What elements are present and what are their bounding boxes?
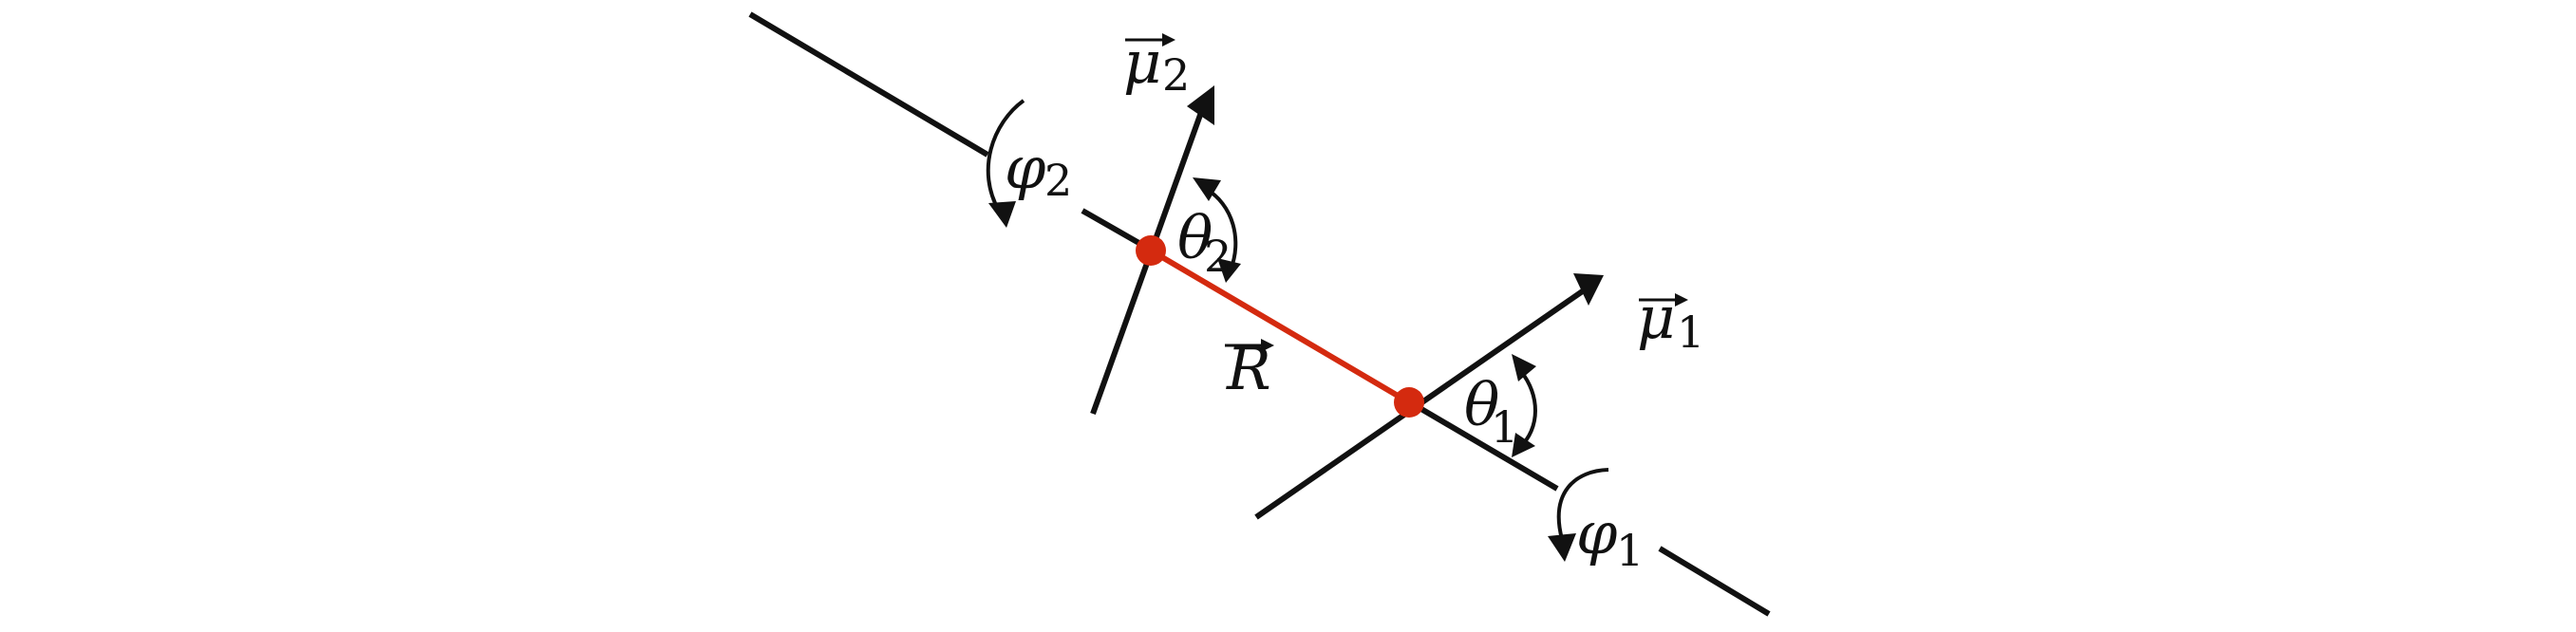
- intermolecular-axis-upper-segment: [748, 11, 989, 158]
- svg-text:φ: φ: [1005, 133, 1046, 202]
- svg-text:2: 2: [1044, 155, 1072, 206]
- dipole-1-arrowhead: [1573, 273, 1604, 306]
- svg-text:2: 2: [1204, 231, 1232, 282]
- svg-text:φ: φ: [1576, 498, 1618, 567]
- svg-text:μ: μ: [1123, 28, 1161, 97]
- dipole-2-arrowhead: [1187, 85, 1214, 125]
- theta-1-label: θ 1: [1464, 370, 1518, 453]
- svg-text:μ: μ: [1637, 283, 1675, 352]
- intermolecular-axis-upper-inner-segment: [1081, 208, 1151, 251]
- intermolecular-axis-lower-segment: [1658, 546, 1771, 617]
- theta-2-arrowhead-top: [1193, 177, 1221, 201]
- phi-2-label: φ 2: [1005, 133, 1072, 206]
- svg-text:2: 2: [1162, 49, 1190, 101]
- R-label: R: [1225, 334, 1274, 403]
- phi-1-label: φ 1: [1576, 498, 1644, 576]
- theta-1-arrowhead-bottom: [1512, 433, 1535, 457]
- svg-text:θ: θ: [1177, 203, 1213, 272]
- svg-text:1: 1: [1616, 525, 1644, 576]
- separation-vector-R: [1149, 248, 1411, 405]
- theta-2-label: θ 2: [1177, 203, 1232, 282]
- mu-2-label: μ 2: [1123, 28, 1190, 101]
- theta-2-arrowhead-bottom: [1217, 258, 1241, 283]
- phi-2-arrowhead: [988, 201, 1016, 228]
- dipole-1-center: [1394, 387, 1424, 418]
- svg-text:θ: θ: [1464, 370, 1499, 439]
- phi-1-arrowhead: [1548, 533, 1576, 562]
- phi-1-rotation-arc: [1556, 468, 1609, 540]
- theta-1-arrowhead-top: [1512, 354, 1536, 381]
- svg-text:R: R: [1226, 334, 1271, 403]
- intermolecular-axis-lower-inner-segment: [1408, 400, 1559, 492]
- dipole-2-center: [1136, 235, 1166, 266]
- mu-1-label: μ 1: [1637, 283, 1704, 358]
- svg-text:1: 1: [1677, 307, 1704, 358]
- phi-2-rotation-arc: [986, 99, 1025, 212]
- svg-text:1: 1: [1491, 401, 1518, 453]
